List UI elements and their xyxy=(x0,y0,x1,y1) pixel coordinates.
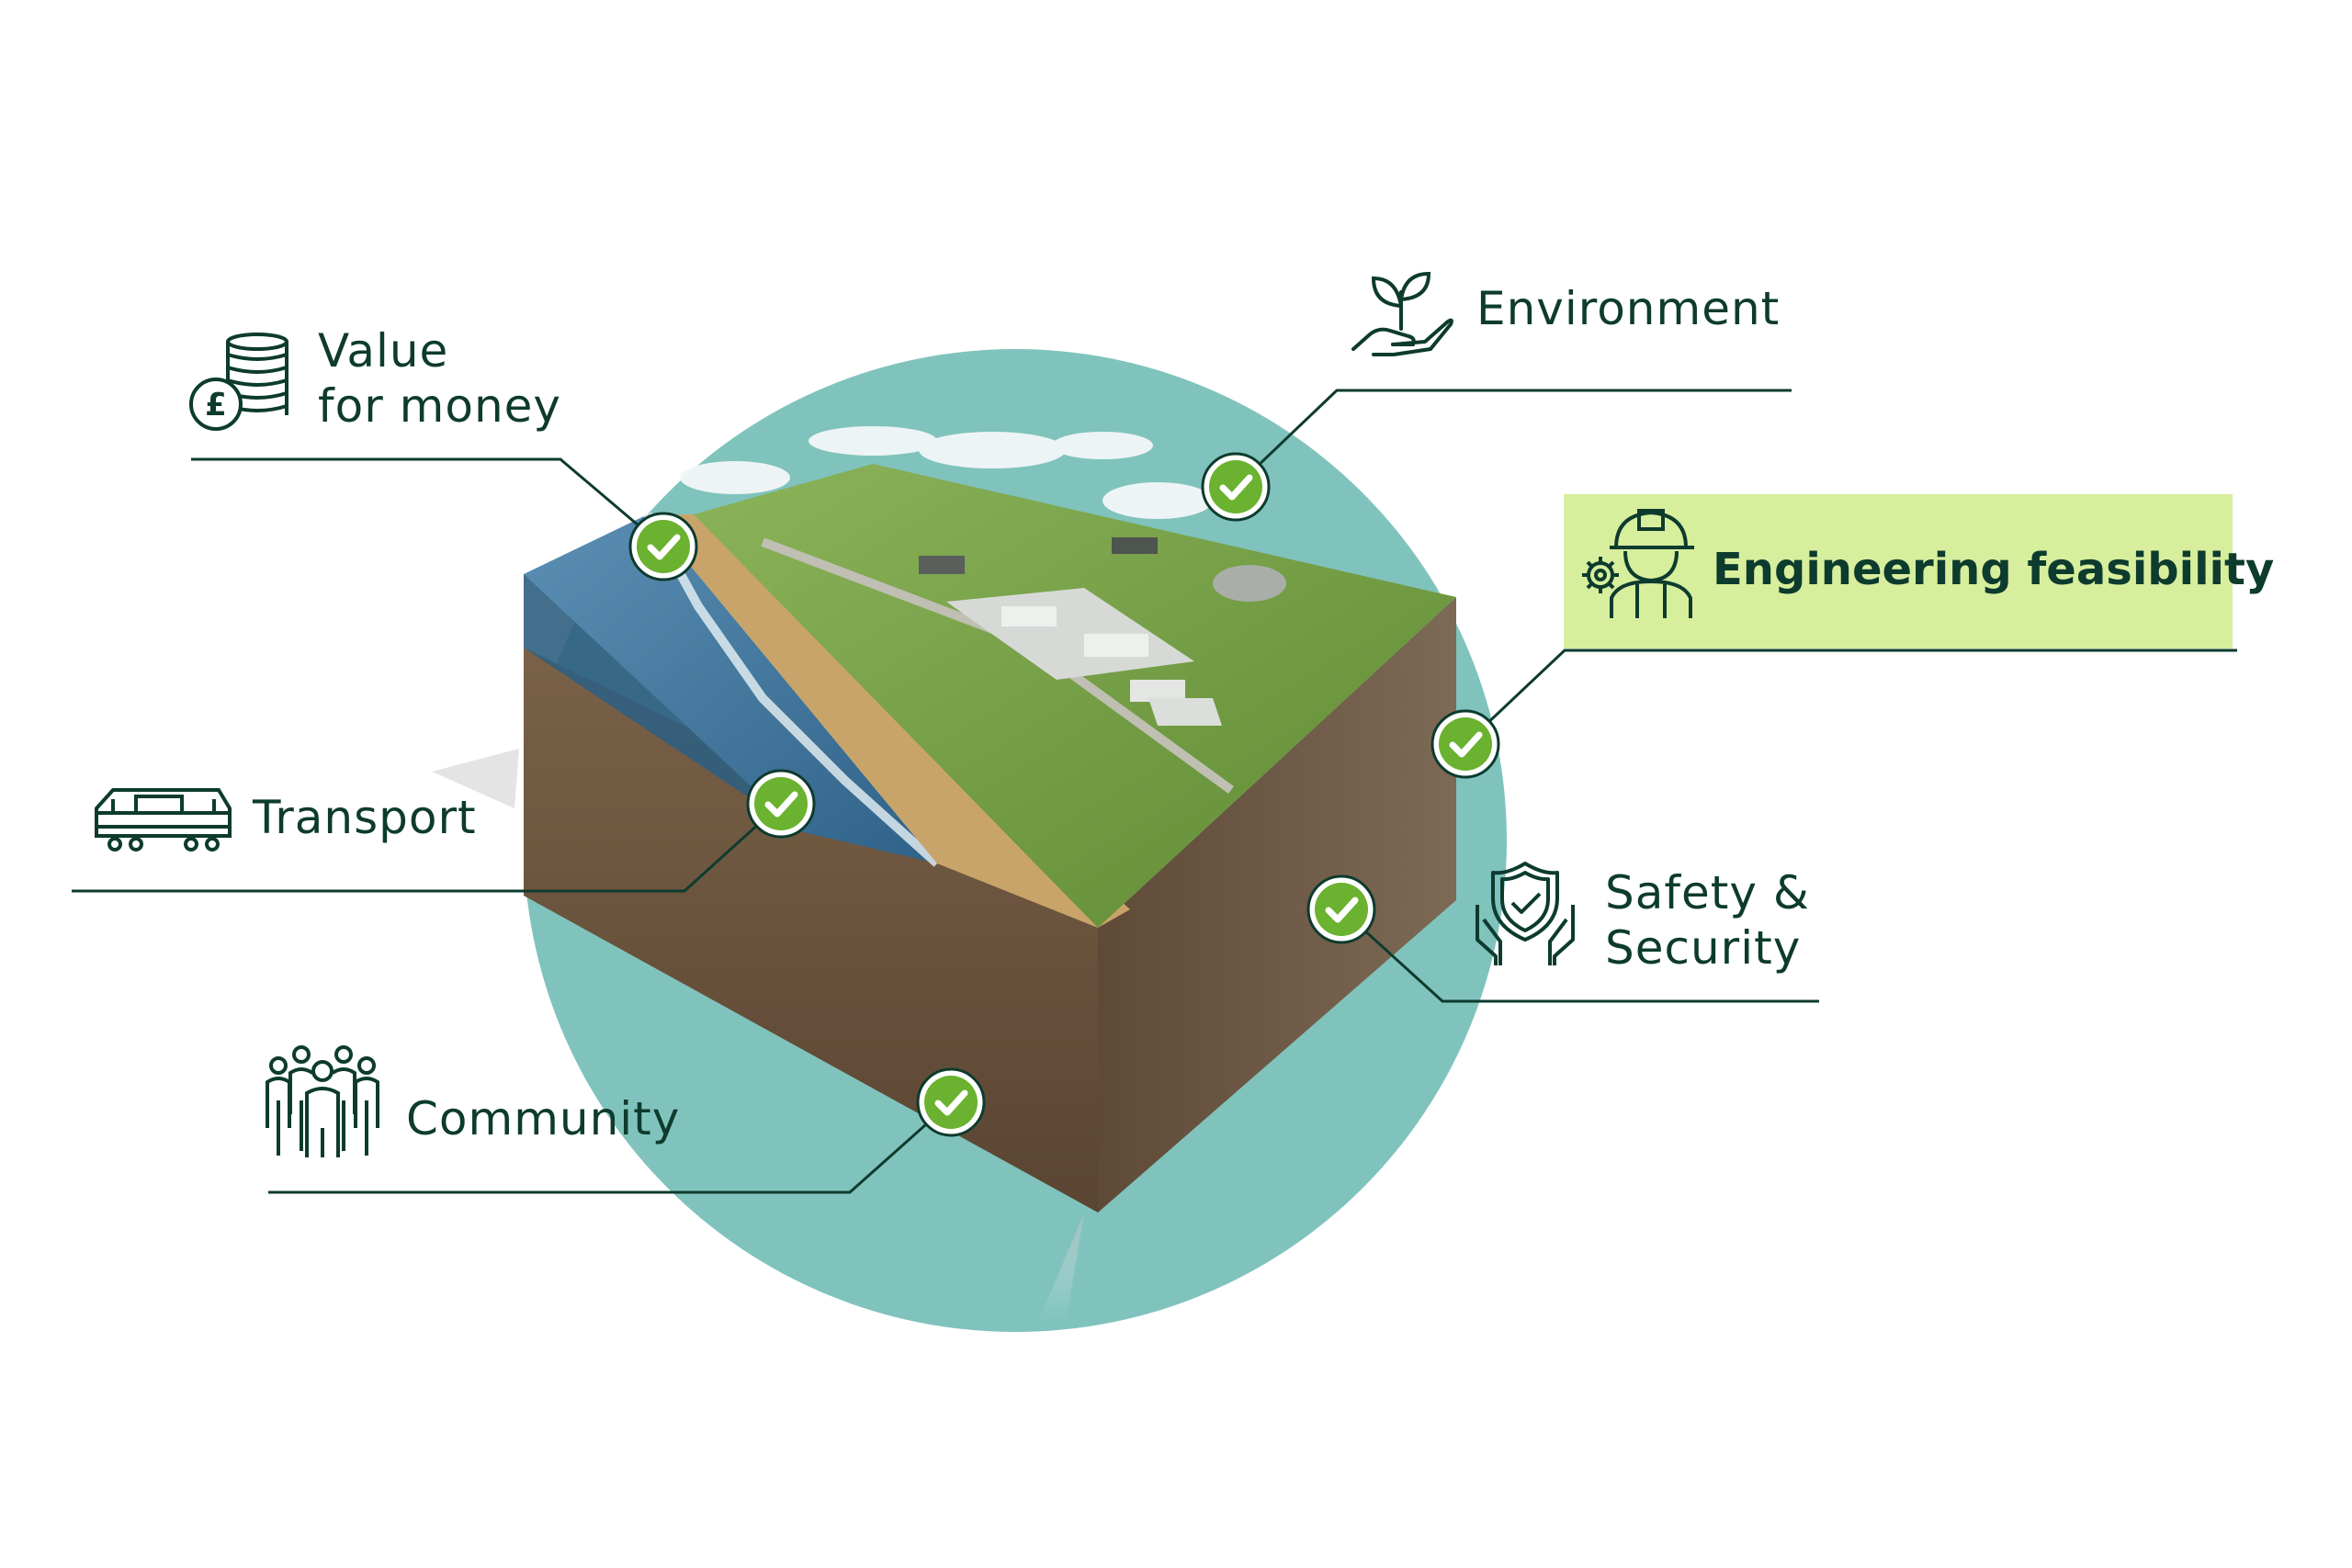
engineer-gear-icon xyxy=(1575,503,1696,623)
connector-safety xyxy=(1340,908,1819,1003)
connector-engineering xyxy=(1464,649,2237,746)
transport-label: Transport xyxy=(253,790,477,845)
clouds xyxy=(680,426,1213,519)
block-shadow xyxy=(1038,1213,1084,1323)
transport-label-text: Transport xyxy=(253,791,477,844)
value-label-line-1: Value xyxy=(318,324,449,378)
environment-label: Environment xyxy=(1476,281,1780,336)
site-buildings xyxy=(919,537,1286,726)
connector-environment xyxy=(1234,389,1792,489)
safety-label-line-1: Safety & xyxy=(1605,866,1810,919)
check-value-icon xyxy=(628,512,698,581)
value-label-line-2: for money xyxy=(318,379,561,433)
soil-face-right xyxy=(1098,597,1456,1213)
check-community-icon xyxy=(916,1067,986,1137)
shield-hands-icon xyxy=(1470,859,1580,967)
check-environment-icon xyxy=(1201,452,1271,522)
people-group-icon xyxy=(265,1045,380,1159)
safety-label-line-2: Security xyxy=(1605,921,1802,975)
value-for-money-label: Value for money xyxy=(318,323,561,434)
check-markers xyxy=(628,452,1500,1137)
connector-community xyxy=(268,1100,952,1194)
engineering-feasibility-label: Engineering feasibility xyxy=(1713,542,2274,597)
check-safety-icon xyxy=(1306,874,1376,944)
train-icon xyxy=(95,785,234,852)
block-shadow-left xyxy=(432,749,519,808)
check-engineering-icon xyxy=(1430,709,1500,779)
connector-transport xyxy=(72,802,783,893)
environment-label-text: Environment xyxy=(1476,282,1781,335)
svg-text:£: £ xyxy=(205,387,227,423)
connector-value xyxy=(191,457,664,548)
community-label: Community xyxy=(406,1091,680,1146)
engineering-label-text: Engineering feasibility xyxy=(1713,544,2275,595)
plant-in-hand-icon xyxy=(1349,255,1454,361)
community-label-text: Community xyxy=(406,1092,681,1145)
connector-lines xyxy=(72,389,2237,1194)
pound-coins-icon: £ xyxy=(187,331,292,432)
safety-security-label: Safety & Security xyxy=(1605,865,1810,976)
sea-surface xyxy=(524,514,937,863)
check-transport-icon xyxy=(746,769,816,839)
